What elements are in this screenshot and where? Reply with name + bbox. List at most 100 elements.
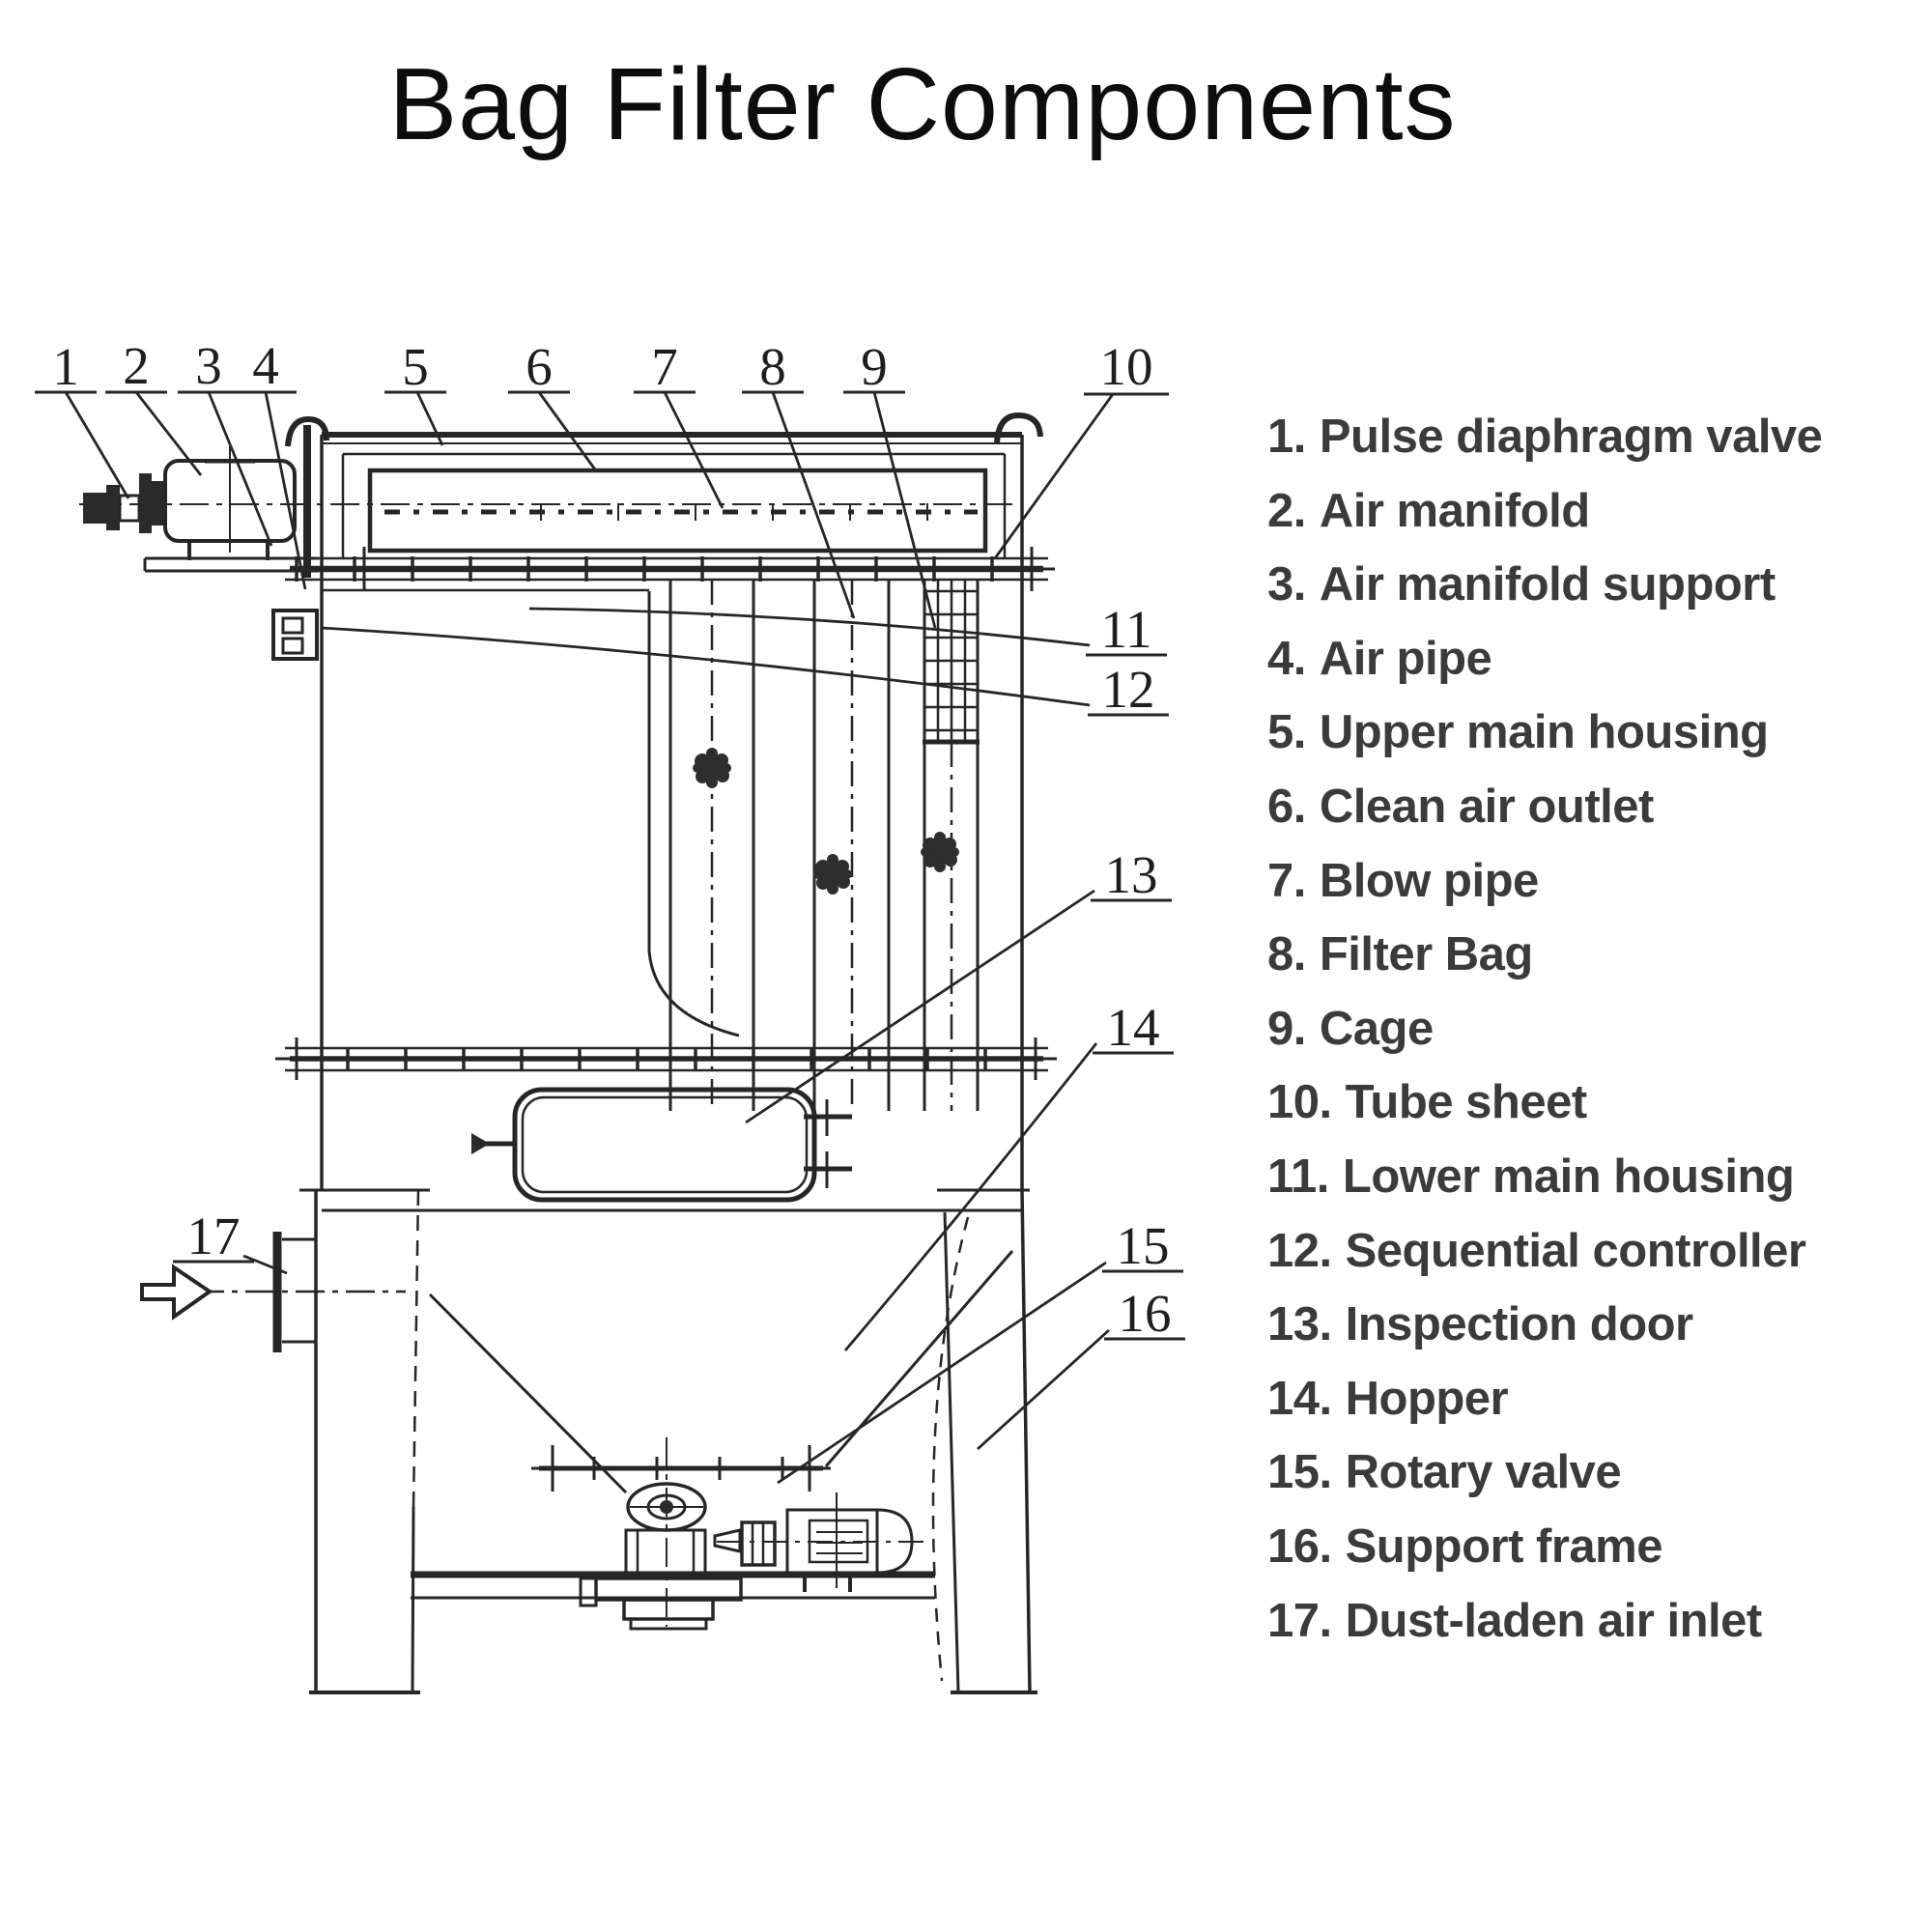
legend-item: 6.Clean air outlet	[1267, 770, 1924, 844]
callout-9: 9	[861, 337, 888, 396]
legend-item-number: 1.	[1267, 411, 1306, 463]
page-title: Bag Filter Components	[388, 47, 1457, 161]
legend-item-number: 4.	[1267, 632, 1306, 685]
callout-8: 8	[759, 337, 786, 396]
lower-main-housing	[299, 588, 1030, 1212]
callout-13: 13	[1105, 845, 1158, 904]
support-frame-left-leg	[309, 1189, 420, 1694]
legend-item: 17.Dust-laden air inlet	[1267, 1584, 1924, 1659]
callout-16: 16	[1119, 1284, 1172, 1343]
legend-item-number: 17.	[1267, 1594, 1332, 1647]
legend-item-label: Lower main housing	[1342, 1150, 1795, 1203]
leader-12	[321, 626, 1091, 707]
filter-bag-cage	[923, 580, 980, 745]
leader-lines	[64, 391, 1115, 1485]
leader-9	[872, 391, 937, 629]
legend-item: 12.Sequential controller	[1267, 1214, 1924, 1289]
callout-2: 2	[123, 336, 150, 395]
legend-item-number: 5.	[1267, 706, 1306, 759]
leader-15	[777, 1261, 1107, 1485]
legend-item-number: 8.	[1267, 928, 1306, 981]
leader-17	[242, 1254, 288, 1275]
leader-5	[415, 391, 444, 446]
legend-item-label: Sequential controller	[1345, 1224, 1806, 1277]
callout-17: 17	[187, 1207, 241, 1265]
legend-list: 1.Pulse diaphragm valve 2.Air manifold 3…	[1267, 400, 1924, 1658]
leader-8	[771, 391, 856, 619]
rotary-valve	[579, 1437, 743, 1631]
legend-item: 9.Cage	[1267, 992, 1924, 1066]
legend-item: 2.Air manifold	[1267, 474, 1924, 549]
legend-item-number: 12.	[1267, 1224, 1332, 1277]
support-frame-right-leg	[943, 1189, 1037, 1694]
filter-bag-1	[668, 580, 755, 1111]
legend-item: 4.Air pipe	[1267, 622, 1924, 696]
legend-item: 5.Upper main housing	[1267, 696, 1924, 770]
air-manifold	[163, 446, 297, 553]
legend-item: 10.Tube sheet	[1267, 1065, 1924, 1140]
legend-item-number: 9.	[1267, 1002, 1306, 1055]
leader-1	[64, 391, 130, 499]
legend-item-label: Clean air outlet	[1319, 780, 1654, 833]
legend-item-number: 7.	[1267, 854, 1306, 907]
legend-item: 1.Pulse diaphragm valve	[1267, 400, 1924, 474]
mid-flange	[275, 1037, 1057, 1080]
callout-6: 6	[526, 337, 553, 396]
dust-cluster	[693, 748, 731, 788]
callout-7: 7	[651, 337, 678, 396]
legend-item: 15.Rotary valve	[1267, 1435, 1924, 1510]
legend-item-number: 14.	[1267, 1372, 1332, 1425]
hopper	[428, 1216, 1014, 1682]
callout-4: 4	[252, 336, 279, 395]
filter-bag-3	[921, 580, 980, 1111]
clean-air-outlet	[367, 468, 988, 554]
legend-item-number: 13.	[1267, 1298, 1332, 1351]
leader-10	[993, 393, 1115, 559]
upper-main-housing	[285, 412, 1043, 1190]
callout-14: 14	[1107, 998, 1160, 1057]
callout-5: 5	[402, 337, 429, 396]
legend-item-label: Upper main housing	[1319, 706, 1769, 759]
legend-item-number: 15.	[1267, 1446, 1332, 1499]
legend-item-number: 6.	[1267, 780, 1306, 833]
legend-item-label: Filter Bag	[1319, 928, 1533, 981]
dust-cluster	[921, 832, 959, 872]
leader-16	[977, 1328, 1110, 1451]
callout-15: 15	[1117, 1216, 1170, 1275]
callout-12: 12	[1102, 660, 1155, 719]
legend-item-label: Hopper	[1345, 1372, 1509, 1425]
leader-4	[264, 391, 307, 590]
legend-item-label: Support frame	[1345, 1520, 1663, 1573]
legend-item-label: Tube sheet	[1345, 1076, 1588, 1129]
legend-item-label: Dust-laden air inlet	[1345, 1594, 1763, 1647]
tube-sheet-flange	[285, 547, 1055, 591]
legend-item: 13.Inspection door	[1267, 1288, 1924, 1362]
legend-item-label: Air manifold	[1319, 484, 1590, 537]
legend-item-label: Air manifold support	[1319, 558, 1776, 611]
sequential-controller	[271, 609, 319, 661]
legend-item: 3.Air manifold support	[1267, 548, 1924, 622]
legend-item-number: 16.	[1267, 1520, 1332, 1573]
dust-air-inlet	[140, 1232, 406, 1352]
callout-numbers: 1 2 3 4 5 6 7 8 9 10 11 12 13 1	[35, 336, 1185, 1343]
lifting-lug-left	[285, 415, 329, 447]
legend-item-number: 3.	[1267, 558, 1306, 611]
inlet-arrow-icon	[140, 1264, 213, 1321]
callout-11: 11	[1101, 600, 1152, 659]
legend-item-number: 11.	[1267, 1150, 1329, 1203]
leader-13	[745, 889, 1095, 1124]
base-rails	[411, 1571, 935, 1600]
blow-pipe	[79, 503, 1016, 521]
legend-item-label: Rotary valve	[1345, 1446, 1622, 1499]
drive-motor	[713, 1492, 925, 1592]
legend-item-label: Inspection door	[1345, 1298, 1694, 1351]
legend-item-label: Air pipe	[1319, 632, 1492, 685]
callout-3: 3	[195, 336, 222, 395]
leader-6	[537, 391, 597, 470]
legend-item: 16.Support frame	[1267, 1510, 1924, 1584]
filter-bag-2	[812, 580, 891, 1111]
leader-14	[843, 1042, 1098, 1351]
callout-1: 1	[52, 337, 79, 396]
